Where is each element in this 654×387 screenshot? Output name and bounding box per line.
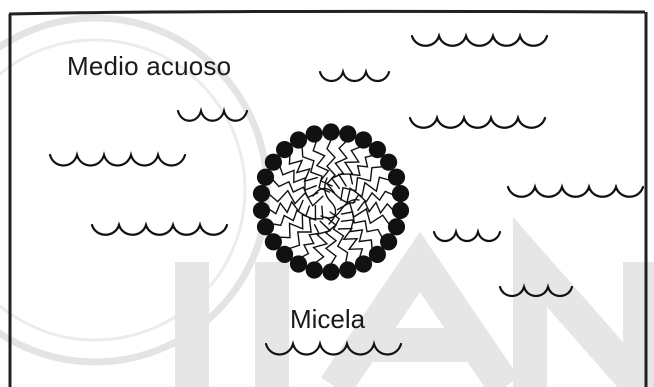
hydrophobic-tail: [301, 224, 321, 258]
watermark-letter-u: [175, 262, 289, 387]
micelle: [252, 123, 410, 281]
water-waves: [48, 32, 645, 356]
medium-label: Medio acuoso: [67, 51, 232, 81]
hydrophobic-tail: [272, 179, 319, 199]
hydrophobic-tail: [279, 204, 317, 239]
polar-head: [380, 233, 398, 251]
polar-head: [322, 123, 340, 141]
hydrophobic-tail: [289, 205, 324, 250]
hydrophobic-tail: [324, 216, 338, 265]
micelle-polar-heads: [252, 123, 410, 281]
polar-head: [368, 245, 386, 263]
polar-head: [264, 233, 282, 251]
polar-head: [276, 245, 294, 263]
hydrophobic-tail: [268, 189, 324, 207]
polar-head: [256, 168, 275, 186]
hydrophobic-tail: [340, 218, 373, 250]
hydrophobic-tail: [337, 227, 364, 258]
polar-head: [256, 218, 275, 236]
hydrophobic-tail: [340, 166, 383, 201]
polar-head: [322, 263, 340, 281]
water-wave: [506, 183, 645, 198]
hydrophobic-tail: [288, 154, 318, 183]
hydrophobic-tail: [346, 176, 390, 203]
hydrophobic-tail: [349, 154, 373, 185]
hydrophobic-tail: [312, 220, 332, 263]
diagram-frame: [8, 9, 648, 387]
polar-head: [305, 125, 323, 143]
polar-head: [339, 261, 357, 279]
polar-head: [354, 131, 373, 149]
polar-head: [276, 141, 294, 159]
hydrophobic-tail: [330, 141, 349, 190]
water-wave: [48, 151, 187, 167]
tail-core-tangle: [324, 177, 337, 225]
hydrophobic-tail: [357, 199, 394, 215]
watermark-letter-n: [513, 216, 654, 387]
polar-head: [387, 168, 406, 186]
polar-head: [368, 141, 386, 159]
polar-head: [252, 201, 271, 219]
water-wave: [498, 283, 574, 298]
watermark-letter-a: [320, 231, 520, 387]
water-wave: [408, 114, 547, 129]
polar-head: [354, 255, 373, 273]
micelle-hydrophobic-tails: [268, 139, 394, 265]
water-wave: [264, 340, 403, 356]
water-wave: [90, 221, 229, 236]
hydrophobic-tail: [301, 146, 331, 193]
water-wave: [176, 106, 249, 122]
polar-head: [252, 185, 271, 203]
polar-head: [264, 153, 282, 171]
hydrophobic-tail: [329, 211, 349, 263]
polar-head: [391, 185, 410, 203]
tail-core-tangle: [312, 187, 356, 204]
hydrophobic-tail: [337, 146, 361, 187]
hydrophobic-tail: [340, 211, 383, 238]
hydrophobic-tail: [272, 205, 311, 227]
hydrophobic-tail: [352, 190, 394, 204]
watermark-seal-inner-ring: [0, 38, 247, 342]
polar-head: [380, 153, 398, 171]
watermark: [0, 14, 654, 387]
polar-head: [391, 201, 410, 219]
polar-head: [289, 131, 308, 149]
water-wave: [432, 227, 502, 243]
polar-head: [289, 255, 308, 273]
micelle-label: Micela: [290, 304, 366, 334]
water-wave: [318, 68, 391, 83]
hydrophobic-tail: [312, 141, 333, 187]
tail-core-tangle: [320, 199, 360, 219]
polar-head: [305, 261, 323, 279]
hydrophobic-tail: [268, 199, 304, 215]
polar-head: [387, 218, 406, 236]
water-wave: [410, 32, 549, 47]
hydrophobic-tail: [279, 166, 317, 192]
polar-head: [339, 125, 357, 143]
